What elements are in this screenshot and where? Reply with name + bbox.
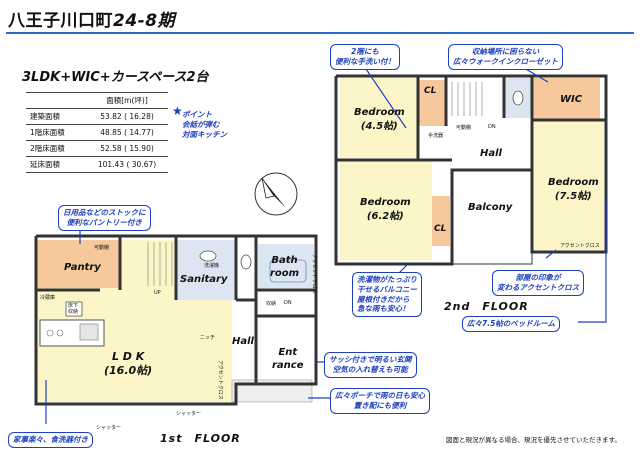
wic-area bbox=[534, 78, 600, 120]
label-shelf-1f: 可動棚 bbox=[94, 245, 110, 251]
label-up: UP bbox=[154, 290, 161, 296]
room-ldk: L D K (16.0帖) bbox=[104, 350, 153, 378]
sanitary-area bbox=[176, 240, 236, 300]
walls-1f bbox=[34, 234, 318, 406]
label-fridge: 冷蔵庫 bbox=[40, 295, 56, 301]
callout-toilet-2f: 2階にも 便利な手洗い付！ bbox=[330, 44, 400, 70]
label-dn-2f: DN bbox=[488, 124, 496, 130]
room-cl-1: CL bbox=[424, 86, 437, 96]
label-accent-cross-bath: アクセントクロス bbox=[311, 254, 317, 294]
bath-area bbox=[258, 244, 314, 288]
room-bedroom-2: Bedroom (6.2帖) bbox=[360, 197, 411, 222]
room-entrance: Ent rance bbox=[272, 347, 304, 371]
compass-icon bbox=[254, 172, 298, 216]
sink-icon bbox=[79, 323, 99, 341]
label-shelf-2f: 可動棚 bbox=[456, 125, 472, 131]
label-washer: 洗濯機 bbox=[204, 263, 220, 269]
toilet-icon bbox=[240, 254, 252, 270]
room-hall-1f: Hall bbox=[232, 336, 254, 347]
room-bedroom-3: Bedroom (7.5帖) bbox=[548, 177, 599, 202]
page-title: 八王子川口町24-8期 bbox=[8, 6, 175, 31]
label-accent-cross-1f: アクセントクロス bbox=[217, 360, 223, 400]
label-niche: ニッチ bbox=[200, 335, 216, 341]
area-table-header: 面積[m(坪)] bbox=[26, 92, 168, 109]
table-row: 延床面積 101.43 ( 30.67) bbox=[26, 156, 168, 173]
balcony-outline bbox=[451, 169, 533, 265]
room-cl-2: CL bbox=[434, 224, 447, 234]
point-note: ポイント 会話が弾む 対面キッチン bbox=[182, 110, 227, 139]
bed3-area bbox=[534, 120, 604, 250]
callout-pantry: 日用品などのストックに 便利なパントリー付き bbox=[58, 205, 151, 231]
area-table: 面積[m(坪)] 建築面積 53.82 ( 16.28) 1階床面積 48.85… bbox=[26, 92, 168, 173]
disclaimer: 図面と現況が異なる場合、現況を優先させていただきます。 bbox=[446, 436, 621, 444]
stairs-2f bbox=[451, 82, 483, 116]
bed1-area bbox=[340, 78, 418, 158]
cl-2f-1 bbox=[418, 80, 446, 126]
bed2-area bbox=[340, 160, 432, 260]
plan-type: 3LDK+WIC+カースペース2台 bbox=[22, 70, 209, 85]
label-shutter-1: シャッター bbox=[96, 425, 122, 431]
floor-label-1f: 1st FLOOR bbox=[160, 432, 241, 445]
label-storage-1f: 収納 bbox=[266, 301, 277, 307]
room-pantry: Pantry bbox=[64, 262, 101, 273]
washbasin-icon bbox=[199, 250, 217, 262]
room-wic: WIC bbox=[560, 94, 583, 105]
pantry-area bbox=[36, 240, 120, 288]
stove-icon bbox=[46, 329, 54, 337]
title-place: 八王子川口町 bbox=[8, 11, 113, 31]
room-sanitary: Sanitary bbox=[180, 274, 228, 285]
floor-label-2f: 2nd FLOOR bbox=[444, 300, 529, 313]
star-icon: ★ bbox=[172, 104, 183, 118]
stairs-1f bbox=[147, 242, 173, 286]
toilet-icon bbox=[512, 90, 524, 106]
cl-2f-2 bbox=[432, 196, 450, 246]
callout-storage: 収納場所に困らない 広々ウォークインクローゼット bbox=[448, 44, 563, 70]
label-handwash: 手洗器 bbox=[428, 133, 444, 139]
area-value: 101.43 ( 30.67) bbox=[86, 156, 168, 173]
label-shutter-2: シャッター bbox=[176, 411, 202, 417]
callout-balcony: 洗濯物がたっぷり 干せるバルコニー 屋根付きだから 急な雨も安心！ bbox=[352, 272, 422, 317]
callout-bedroom: 広々7.5帖のベッドルーム bbox=[462, 316, 561, 332]
room-hall-2f: Hall bbox=[480, 148, 502, 159]
underfloor-storage bbox=[65, 301, 83, 317]
title-rule bbox=[6, 32, 634, 34]
callout-entrance-sash: サッシ付きで明るい玄関 空気の入れ替えも可能 bbox=[324, 352, 417, 378]
callout-accent-cross: 部屋の印象が 変わるアクセントクロス bbox=[492, 270, 585, 296]
area-label: 延床面積 bbox=[26, 156, 86, 173]
room-balcony: Balcony bbox=[468, 202, 513, 213]
table-row: 2階床面積 52.58 ( 15.90) bbox=[26, 140, 168, 157]
title-number: 24-8期 bbox=[113, 11, 176, 31]
room-bedroom-1: Bedroom (4.5帖) bbox=[354, 107, 405, 132]
entrance-area bbox=[262, 318, 310, 382]
label-accent-cross-2f: アクセントクロス bbox=[560, 243, 600, 249]
label-dn-1f: DN bbox=[284, 300, 292, 306]
label-underfloor: 床下 収納 bbox=[68, 303, 79, 315]
stove-icon bbox=[56, 329, 64, 337]
callout-porch: 広々ポーチで雨の日も安心 置き配にも便利 bbox=[330, 388, 430, 414]
callout-connectors bbox=[45, 65, 607, 424]
table-row: 1階床面積 48.85 ( 14.77) bbox=[26, 124, 168, 141]
bathtub-icon bbox=[269, 259, 307, 283]
callout-kitchen: 家事楽々、食洗器付き bbox=[8, 432, 93, 448]
room-bath: Bath room bbox=[270, 255, 300, 279]
